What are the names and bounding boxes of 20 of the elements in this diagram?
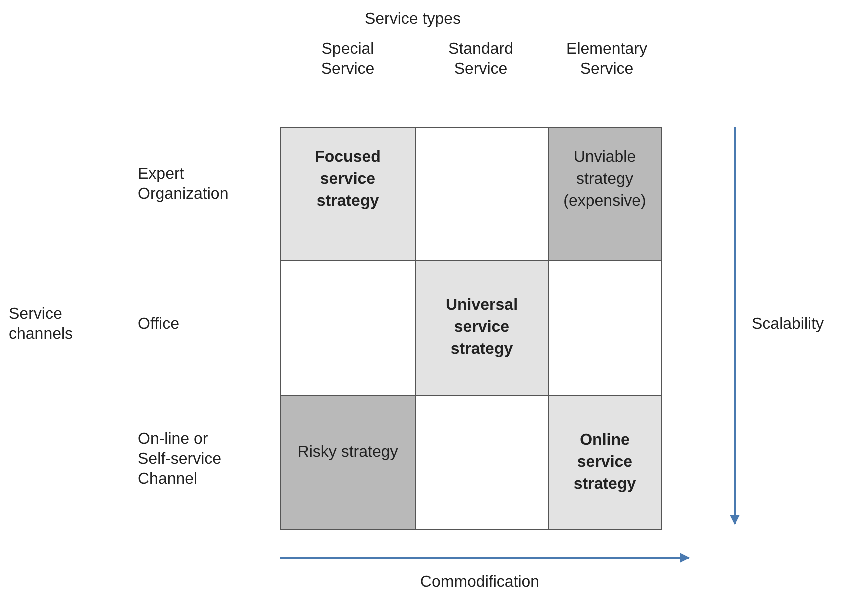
column-header: Elementary Service [566,40,648,80]
row-header: Office [138,315,180,335]
row-header: Expert Organization [138,165,230,205]
axis-title: Service channels [9,305,74,345]
column-header: Special Service [320,40,376,80]
matrix-cell [280,395,416,530]
cell-label: Risky strategy [296,442,400,462]
cell-label: Online service strategy [572,430,638,494]
cell-label: Unviable strategy (expensive) [562,148,648,212]
axis-label: Commodification [419,573,541,593]
matrix-cell [548,395,662,530]
matrix-cell [280,127,416,261]
matrix-cell [415,260,549,396]
cell-label: Focused service strategy [314,148,382,212]
cell-label: Universal service strategy [444,296,520,360]
row-header: On-line or Self-service Channel [138,430,223,490]
axis-title: Service types [364,10,462,30]
column-header: Standard Service [448,40,514,80]
axis-label: Scalability [752,315,826,335]
matrix-cell [548,127,662,261]
